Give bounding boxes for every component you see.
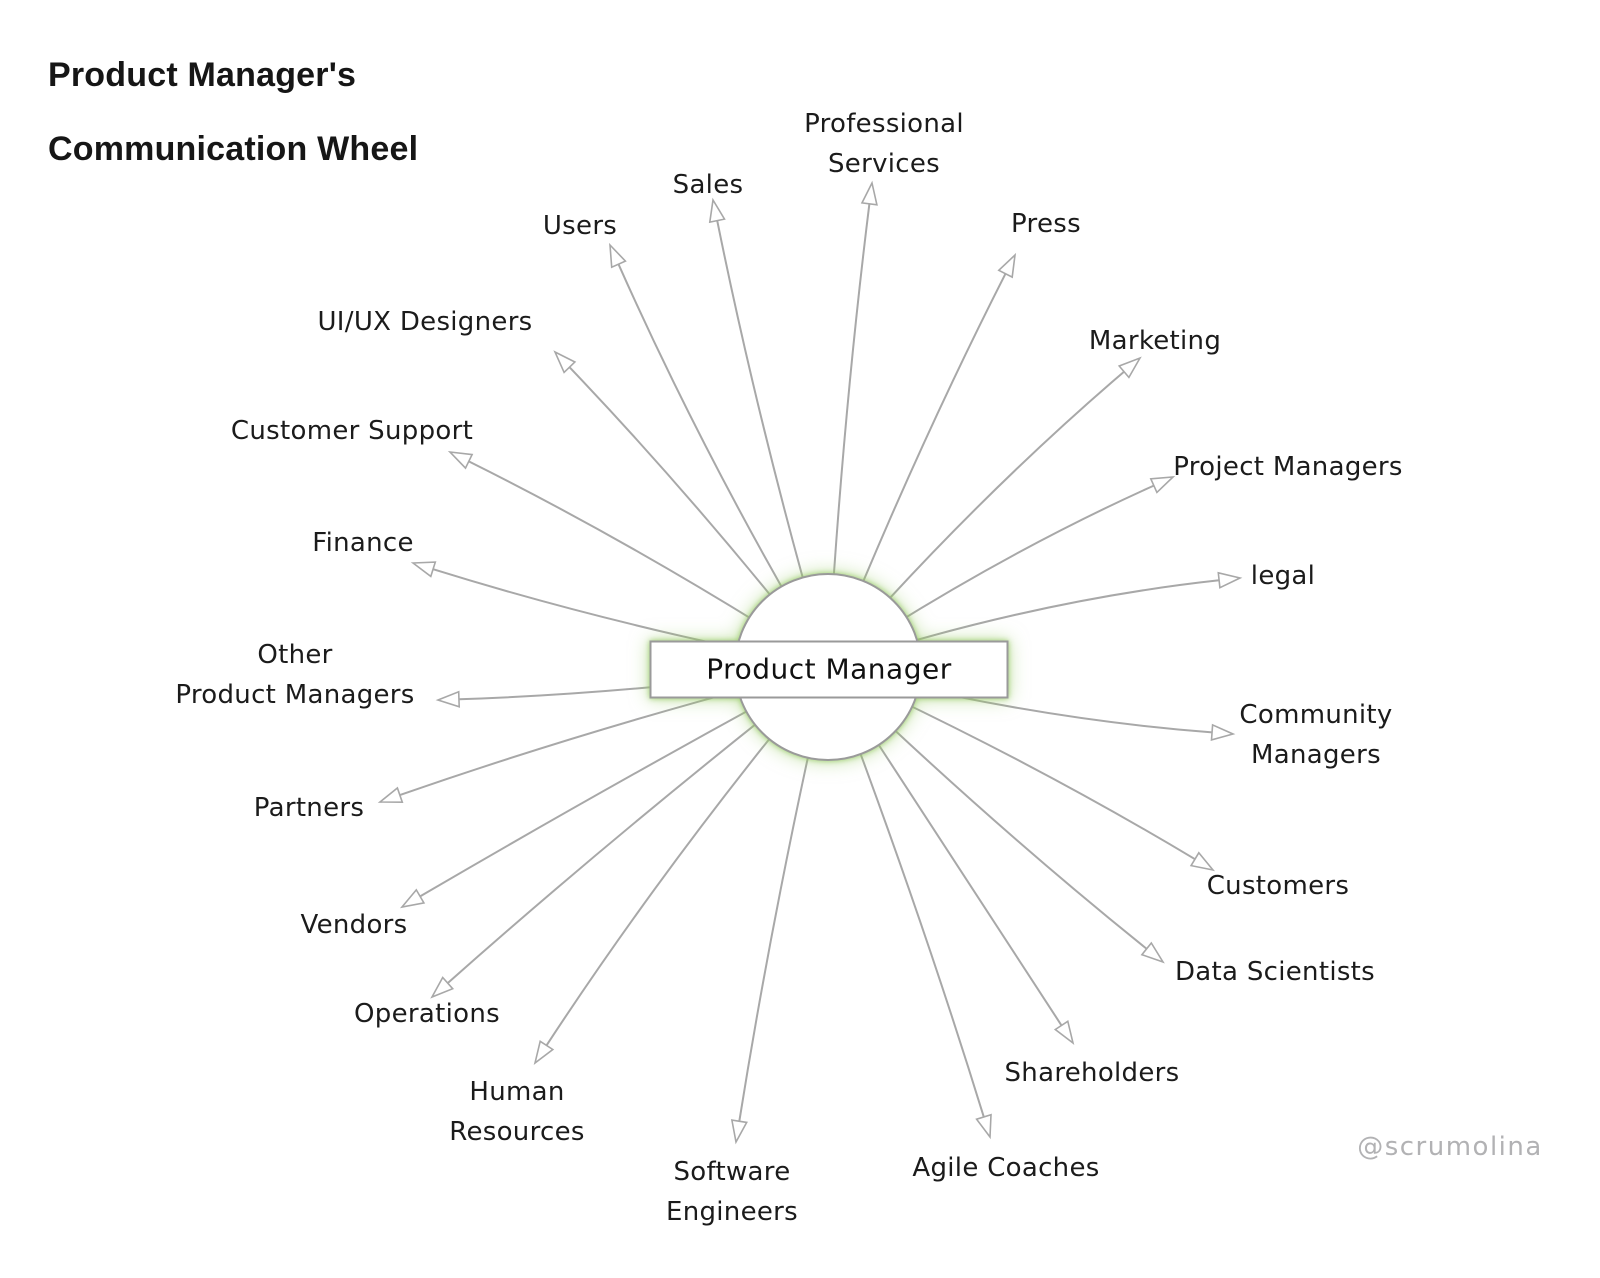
label-sales: Sales — [672, 170, 744, 200]
label-users: Users — [542, 211, 618, 241]
arrowhead-human-resources — [533, 1040, 555, 1065]
label-partners: Partners — [253, 793, 365, 823]
arrowhead-professional-services — [860, 180, 878, 206]
page-title-line2: Communication Wheel — [48, 130, 419, 168]
arrowhead-customer-support — [447, 450, 474, 470]
label-legal: legal — [1250, 561, 1316, 591]
watermark: @scrumolina — [1357, 1132, 1543, 1162]
page-title: Product Manager's Communication Wheel — [48, 38, 418, 186]
arrowhead-shareholders — [1053, 1020, 1075, 1045]
label-press: Press — [1011, 209, 1081, 239]
label-uiux-designers: UI/UX Designers — [317, 307, 533, 337]
arrowhead-legal — [1217, 571, 1243, 589]
arrowhead-project-managers — [1149, 476, 1176, 494]
arrowhead-users — [609, 242, 627, 269]
arrowhead-software-engineers — [730, 1119, 748, 1145]
arrowhead-press — [997, 252, 1017, 279]
center-node-rect — [649, 640, 1009, 699]
arrowhead-operations — [430, 976, 455, 999]
arrowhead-partners — [377, 786, 404, 804]
label-human-resources: Human Resources — [449, 1077, 585, 1147]
arrowhead-finance — [410, 561, 437, 578]
page-title-line1: Product Manager's — [48, 56, 357, 94]
arrowhead-community-managers — [1210, 723, 1236, 741]
label-software-engineers: Software Engineers — [665, 1157, 799, 1227]
label-shareholders: Shareholders — [1004, 1058, 1180, 1088]
label-finance: Finance — [312, 528, 414, 558]
label-professional-services: Professional Services — [804, 109, 964, 179]
label-agile-coaches: Agile Coaches — [912, 1153, 1100, 1183]
label-community-managers: Community Managers — [1239, 700, 1393, 770]
label-other-product-managers: Other Product Managers — [175, 640, 415, 710]
center-node-label: Product Manager — [706, 652, 952, 686]
arrowhead-agile-coaches — [975, 1113, 992, 1140]
arrowhead-marketing — [1117, 356, 1142, 379]
label-customer-support: Customer Support — [230, 416, 474, 446]
center-node — [649, 573, 1009, 761]
label-data-scientists: Data Scientists — [1174, 957, 1376, 987]
arrowhead-other-product-managers — [435, 690, 461, 708]
arrowhead-data-scientists — [1140, 941, 1165, 964]
arrowhead-uiux-designers — [553, 350, 577, 374]
arrowhead-sales — [708, 197, 726, 224]
label-marketing: Marketing — [1088, 326, 1222, 356]
label-project-managers: Project Managers — [1173, 452, 1403, 482]
label-customers: Customers — [1206, 871, 1350, 901]
label-vendors: Vendors — [300, 910, 408, 940]
arrowhead-customers — [1189, 851, 1216, 872]
arrowhead-vendors — [399, 888, 426, 909]
label-operations: Operations — [354, 999, 500, 1029]
